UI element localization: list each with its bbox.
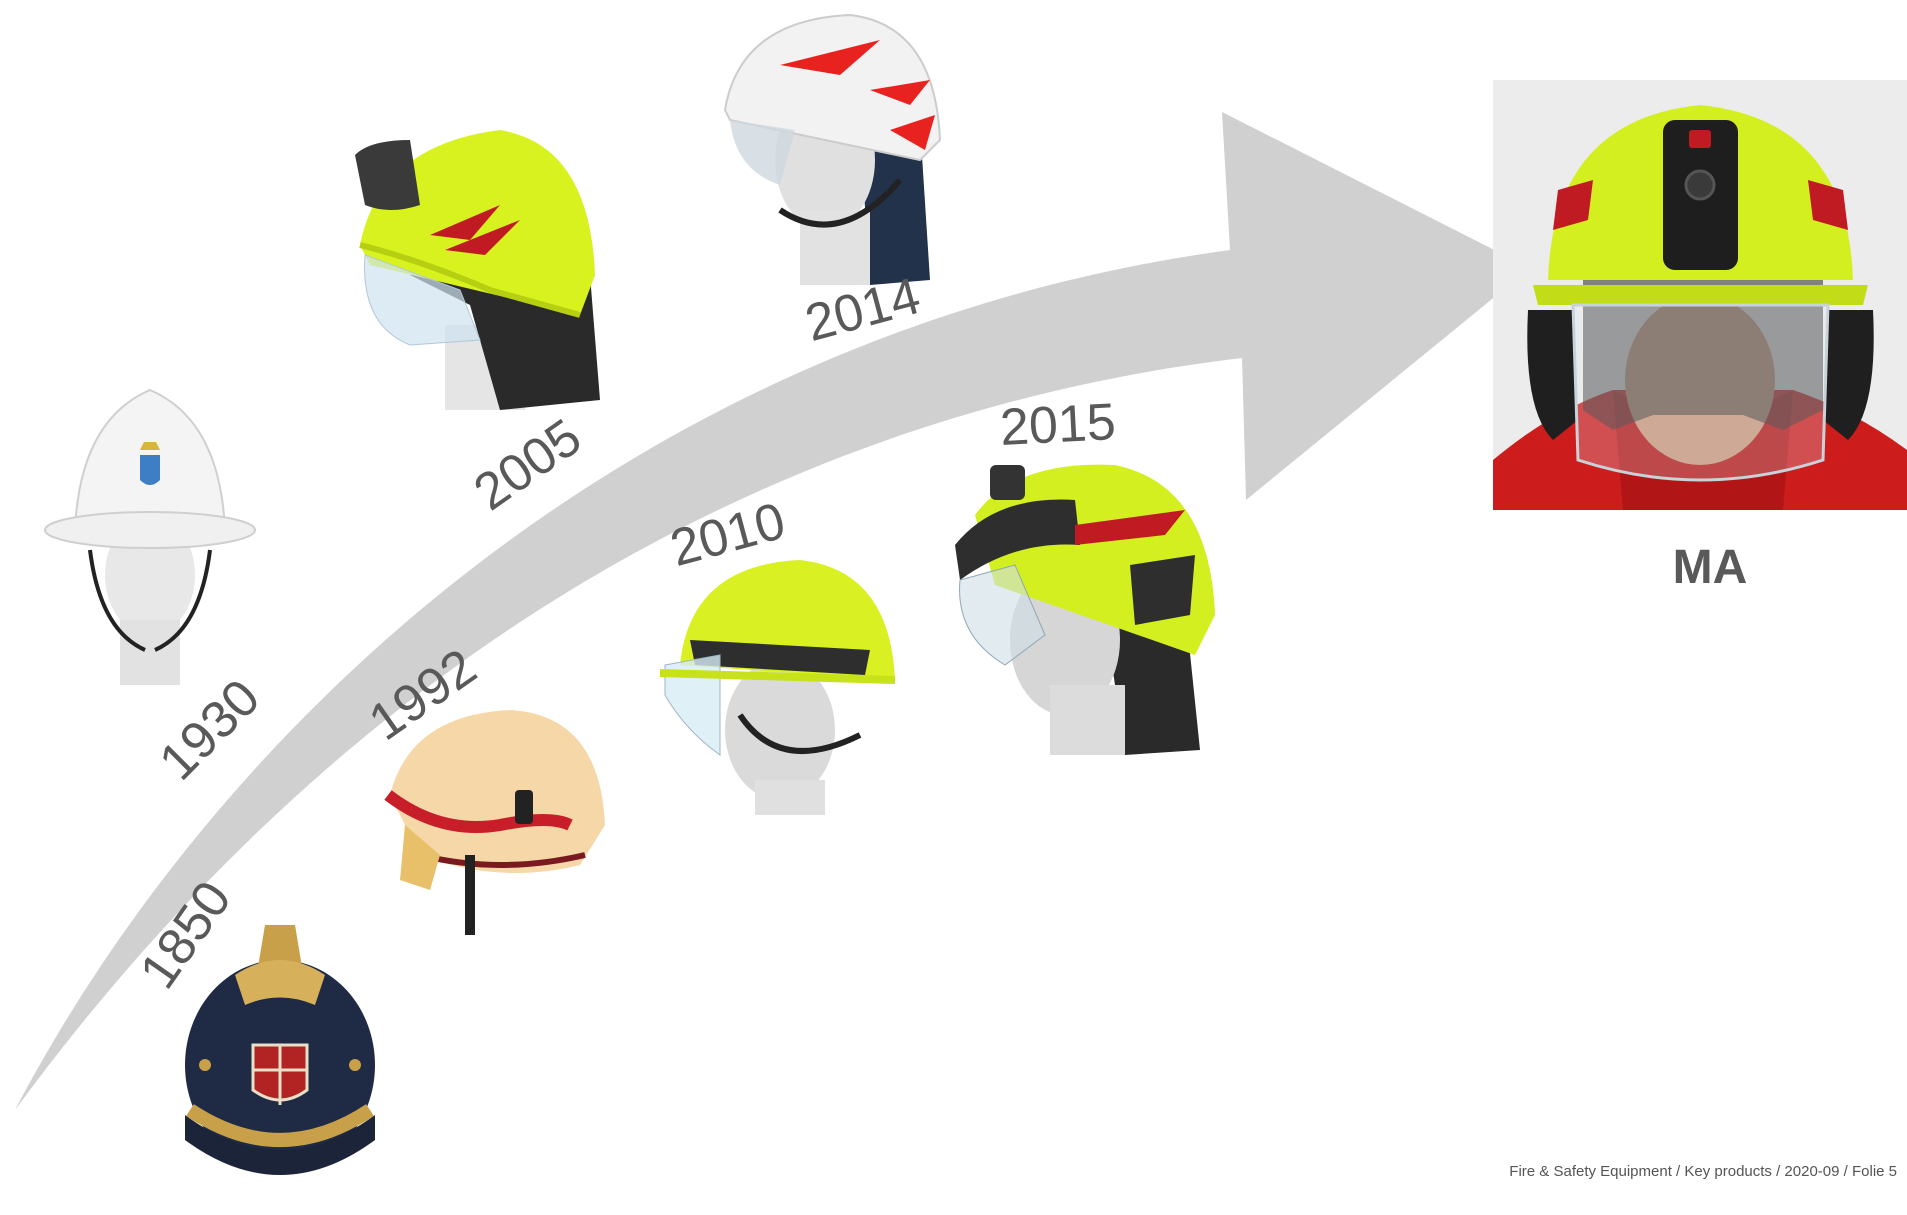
year-label-2015: 2015 (999, 392, 1118, 458)
helmet-2005-image (350, 125, 600, 415)
helmet-2015-image (955, 455, 1225, 755)
slide-footer: Fire & Safety Equipment / Key products /… (1509, 1163, 1897, 1180)
helmet-2014-image (720, 10, 950, 290)
helmet-2010-image (660, 555, 900, 815)
helmet-1930-image (40, 380, 260, 690)
helmet-1992-image (380, 705, 610, 945)
firefighter-ma-image (1493, 80, 1907, 510)
future-helmet-label: MA (1640, 540, 1780, 595)
ma-helmet-photo (1493, 80, 1907, 510)
